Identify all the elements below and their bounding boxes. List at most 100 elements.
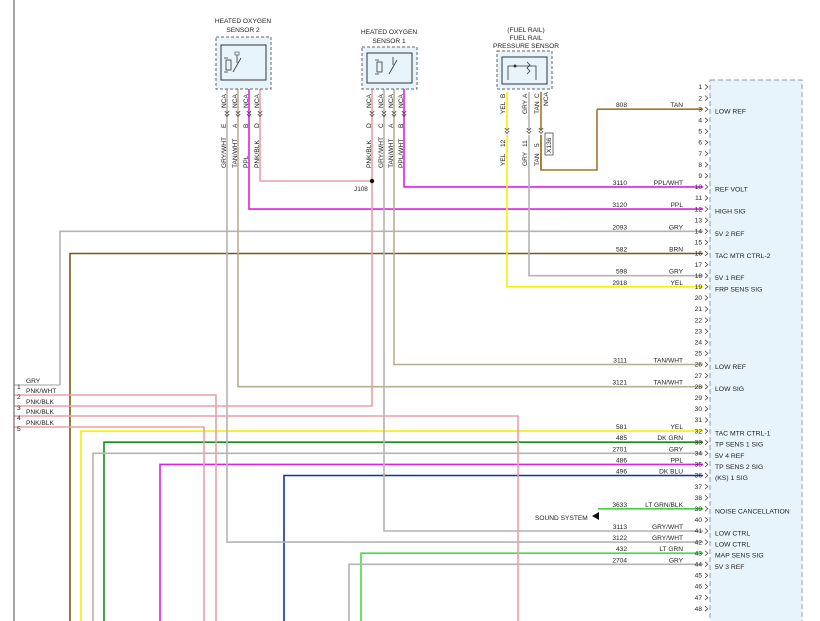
ecm-pin-number: 17 [695,262,703,269]
ecm-wire-color: GRY/WHT [652,524,683,531]
wire-598 [528,135,703,277]
wire-496 [283,474,703,621]
wire-layer [13,0,703,621]
ecm-pin-chevron-icon [704,428,709,434]
ecm-pin-chevron-icon [704,261,709,268]
ecm-pin-number: 9 [698,173,702,180]
ho2s2-pin: E [221,123,228,128]
ho2s2-chevron-icon [235,110,241,118]
ho2s1-nca: NCA [378,93,385,108]
ecm-pin-chevron-icon [704,372,709,379]
ho2s1-wire-color: TAN/WHT [388,138,395,168]
ecm-circuit-number: 3120 [612,202,627,209]
ecm-circuit-number: 581 [616,424,627,431]
ecm-circuit-number: 582 [616,247,627,254]
ecm-pin-chevron-icon [704,106,709,112]
ho2s1-pin: D [366,123,373,128]
ecm-pin-number: 2 [698,95,702,102]
ecm-pin-chevron-icon [704,450,709,457]
ecm-pin-chevron-icon [704,572,709,579]
ecm-pin-chevron-icon [704,328,709,334]
left-connector-wire-label: PNK/BLK [26,399,54,406]
wire-2701 [92,452,703,621]
wire-left-pin5 [14,426,205,621]
ecm-wire-color: YEL [671,280,684,287]
ecm-pin-chevron-icon [704,272,709,279]
ecm-pin-number: 42 [695,539,703,546]
ecm-wire-color: GRY [669,557,684,564]
ecm-pin-function: LOW CTRL [715,531,750,538]
ecm-pin-function: NOISE CANCELLATION [715,508,790,515]
ecm-pin-number: 11 [695,195,702,202]
ho2s1-heater-icon [375,59,383,75]
wire-ho2s2-pnkblk [259,128,372,182]
ecm-pin-number: 10 [695,184,703,191]
ecm-pin-chevron-icon [704,306,709,312]
frp-wire-color-bottom: YEL [500,153,507,166]
ecm-wire-color: PPL/WHT [654,180,683,187]
ecm-pin-chevron-icon [704,383,709,390]
ecm-pin-chevron-icon [704,417,709,423]
ecm-pin-number: 1 [698,84,702,91]
ho2s2-nca: NCA [221,93,228,108]
frp-wire-color-top: GRY [522,99,529,114]
ecm-pin-number: 20 [695,295,703,302]
ecm-pin-number: 43 [695,550,703,557]
left-connector-wire-label: PNK/WHT [26,388,56,395]
ecm-pin-number: 36 [695,473,703,480]
ho2s2-title-2: SENSOR 2 [226,27,260,34]
ecm-pin-function: LOW SIG [715,386,744,393]
left-connector-pin: 2 [17,394,21,401]
heated-oxygen-sensor-1: HEATED OXYGEN SENSOR 1 [361,29,418,90]
ecm-pin-number: 41 [695,528,703,535]
ecm-pin-chevron-icon [704,350,709,357]
ecm-pin-chevron-icon [704,206,709,212]
ecm-pin-chevron-icon [704,406,709,412]
ecm-pin-chevron-icon [704,317,709,323]
frp-title-0: (FUEL RAIL) [507,27,545,34]
ecm-pin-number: 26 [695,362,703,369]
ecm-pin-number: 23 [695,328,703,335]
ecm-circuit-number: 432 [616,546,627,553]
left-connector-wire-label: GRY [26,378,41,385]
frp-connector-label: X136 [546,137,553,153]
heated-oxygen-sensor-2: HEATED OXYGEN SENSOR 2 [215,18,272,90]
ecm-pin-chevron-icon [704,184,709,190]
left-connector-pin: 5 [17,426,21,433]
ho2s1-pin: A [388,123,395,128]
wire-3110 [403,128,703,188]
ecm-pin-number: 4 [698,118,702,125]
ecm-wire-color: PPL [671,457,684,464]
ecm-pin-function: LOW REF [715,364,746,371]
ecm-pin-chevron-icon [704,128,709,135]
ecm-pin-function: TP SENS 2 SIG [715,464,763,471]
fuel-rail-pressure-sensor: (FUEL RAIL) FUEL RAIL PRESSURE SENSOR [493,27,559,90]
ecm-pin-function: (KS) 1 SIG [715,475,748,482]
ecm-pin-chevron-icon [704,295,709,301]
ecm-pin-number: 31 [695,417,703,424]
ecm-circuit-number: 598 [616,269,627,276]
ho2s2-nca: NCA [243,93,250,108]
ecm-circuit-number: 3122 [612,535,627,542]
ecm-circuit-number: 486 [616,457,627,464]
ecm-wire-color: GRY [669,269,684,276]
wire-485 [103,441,703,621]
ecm-pin-number: 6 [698,140,702,147]
ecm-pin-number: 5 [698,129,702,136]
ho2s2-title-1: HEATED OXYGEN [215,18,272,25]
ho2s2-chevron-icon [224,110,230,118]
left-connector-pin: 3 [17,405,21,412]
ecm-circuit-number: 3110 [613,180,628,187]
ecm-pin-number: 8 [698,162,702,169]
ecm-pin-number: 38 [695,495,703,502]
left-connector-pin: 4 [17,415,21,422]
wire-3121 [237,128,703,388]
ecm-pin-chevron-icon [704,361,709,368]
ecm-pin-chevron-icon [704,561,709,568]
frp-title-1: FUEL RAIL [509,35,542,42]
ho2s1-chevron-icon [381,110,387,118]
ho2s1-chevron-icon [391,110,397,118]
ecm-pin-chevron-icon [704,150,709,157]
ecm-pin-number: 13 [695,217,703,224]
